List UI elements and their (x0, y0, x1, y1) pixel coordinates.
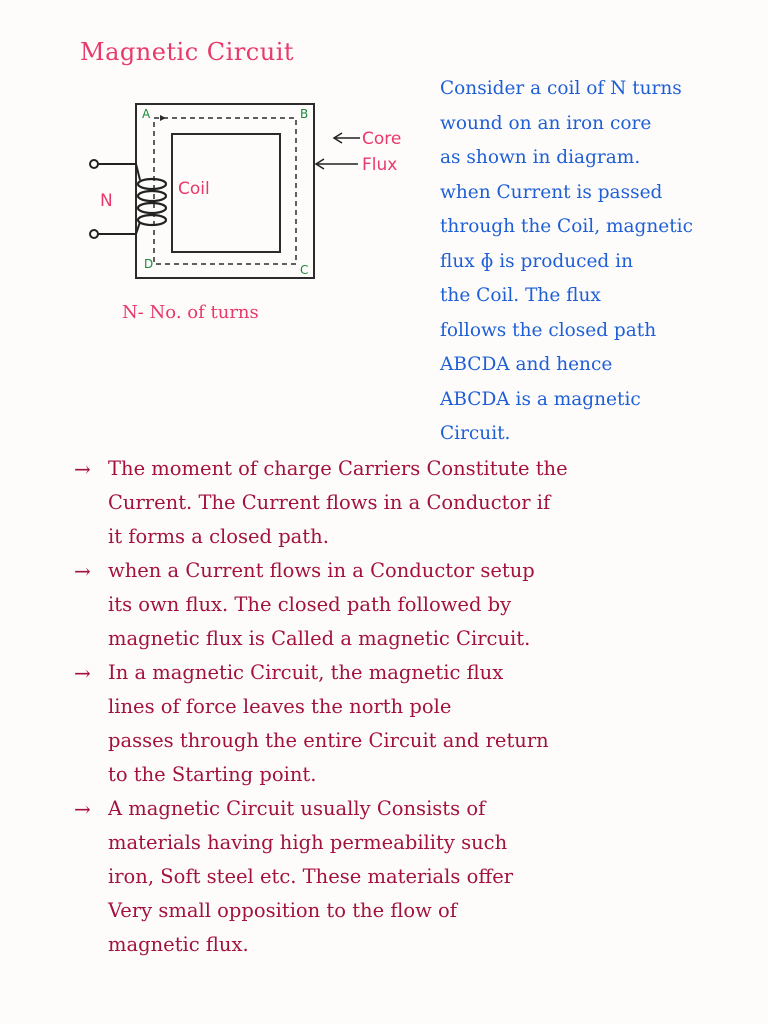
corner-label-c: C (300, 263, 308, 277)
point-line: magnetic flux. (108, 933, 249, 956)
flux-direction-arrow (160, 115, 166, 121)
core-pointer-arrowhead (332, 132, 343, 144)
coil-lead-bottom-up (135, 221, 141, 235)
description-line: ABCDA is a magnetic (440, 388, 641, 410)
page-title: Magnetic Circuit (80, 38, 295, 66)
description-line: Circuit. (440, 423, 511, 444)
description-line: follows the closed path (440, 319, 657, 341)
coil-lead-top-down (135, 163, 141, 181)
point-line: lines of force leaves the north pole (108, 695, 452, 718)
arrow-bullet-icon: → (74, 661, 91, 685)
bullet-point: → The moment of charge Carriers Constitu… (74, 452, 754, 554)
description-line: Consider a coil of N turns (440, 78, 682, 99)
coil-label: Coil (178, 179, 210, 199)
point-line: In a magnetic Circuit, the magnetic flux (108, 661, 504, 684)
point-line: Current. The Current flows in a Conducto… (108, 491, 551, 514)
corner-label-b: B (300, 107, 308, 121)
point-line: iron, Soft steel etc. These materials of… (108, 865, 514, 888)
corner-label-a: A (142, 107, 151, 121)
point-line: materials having high permeability such (108, 831, 508, 854)
bullet-point: → when a Current flows in a Conductor se… (74, 554, 754, 656)
point-line: when a Current flows in a Conductor setu… (108, 559, 535, 582)
flux-pointer-arrowhead (314, 158, 325, 170)
description-line: flux ɸ is produced in (440, 250, 633, 272)
circuit-description: Consider a coil of N turns wound on an i… (440, 78, 760, 458)
point-line: it forms a closed path. (108, 525, 329, 548)
coil-windings (136, 177, 168, 227)
description-line: ABCDA and hence (440, 354, 613, 375)
description-line: as shown in diagram. (440, 147, 641, 168)
core-label: Core (362, 129, 401, 149)
description-line: when Current is passed (440, 181, 663, 203)
arrow-bullet-icon: → (74, 559, 91, 583)
core-inner-outline (171, 133, 281, 253)
point-line: to the Starting point. (108, 763, 317, 786)
point-line: magnetic flux is Called a magnetic Circu… (108, 627, 531, 650)
point-line: passes through the entire Circuit and re… (108, 729, 549, 752)
coil-terminal-top (89, 159, 99, 169)
point-line: its own flux. The closed path followed b… (108, 593, 512, 616)
point-line: Very small opposition to the flow of (108, 899, 457, 922)
turns-symbol: N (100, 191, 113, 211)
flux-path (153, 117, 297, 265)
bullet-points: → The moment of charge Carriers Constitu… (74, 452, 754, 962)
corner-label-d: D (144, 257, 153, 271)
description-line: through the Coil, magnetic (440, 216, 693, 237)
magnetic-circuit-diagram: A B C D N Coil Core Flux (89, 103, 401, 279)
description-line: wound on an iron core (440, 112, 652, 134)
coil-terminal-bottom (89, 229, 99, 239)
arrow-bullet-icon: → (74, 457, 91, 481)
point-line: A magnetic Circuit usually Consists of (108, 797, 486, 820)
core-outer-outline (135, 103, 315, 279)
flux-label: Flux (362, 155, 397, 175)
description-line: the Coil. The flux (440, 285, 601, 306)
turns-note: N- No. of turns (122, 302, 259, 323)
bullet-point: → A magnetic Circuit usually Consists of… (74, 792, 754, 962)
point-line: The moment of charge Carriers Constitute… (108, 457, 568, 480)
arrow-bullet-icon: → (74, 797, 91, 821)
bullet-point: → In a magnetic Circuit, the magnetic fl… (74, 656, 754, 792)
